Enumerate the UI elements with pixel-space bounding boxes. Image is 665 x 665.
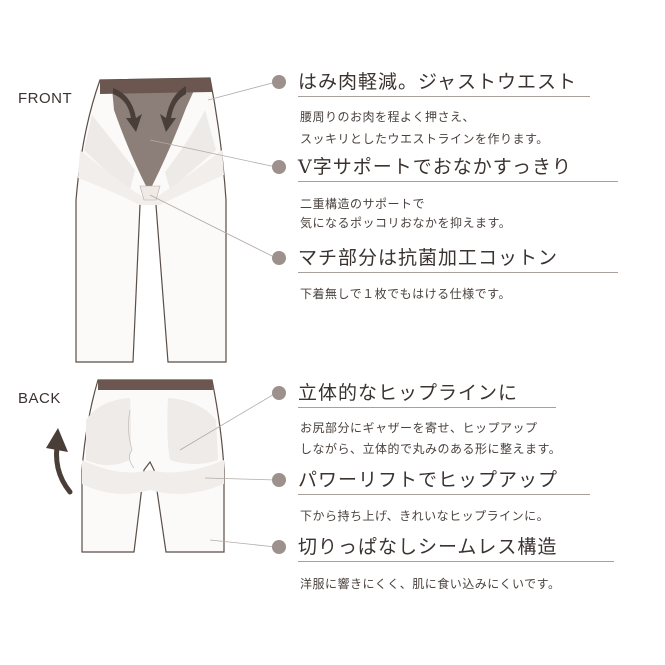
bullet-dot-icon: [272, 386, 286, 400]
feature-title: マチ部分は抗菌加工コットン: [298, 247, 559, 269]
title-underline: [298, 561, 614, 562]
feature-desc: 二重構造のサポートで: [300, 197, 426, 211]
title-underline: [298, 494, 590, 495]
front-label: FRONT: [18, 90, 73, 107]
back-label: BACK: [18, 390, 61, 407]
feature-desc: しながら、立体的で丸みのある形に整えます。: [300, 442, 562, 456]
back-lift-arrow-icon: [46, 428, 73, 495]
back-garment: [46, 379, 225, 553]
feature-title: はみ肉軽減。ジャストウエスト: [298, 71, 578, 93]
bullet-dot-icon: [272, 473, 286, 487]
bullet-dot-icon: [272, 75, 286, 89]
feature-title: 切りっぱなしシームレス構造: [298, 536, 558, 558]
feature-title: 立体的なヒップラインに: [298, 382, 519, 404]
feature-desc: 下から持ち上げ、きれいなヒップラインに。: [300, 509, 550, 523]
feature-desc: スッキリとしたウエストラインを作ります。: [300, 132, 549, 146]
feature-title: パワーリフトでヒップアップ: [298, 469, 559, 491]
title-underline: [298, 181, 618, 182]
leader-lines: [149, 81, 277, 548]
front-arrows-icon: [113, 86, 186, 132]
feature-desc: 気になるポッコリおなかを抑えます。: [300, 216, 512, 230]
title-underline: [298, 407, 556, 408]
front-garment: [75, 77, 227, 363]
feature-desc: お尻部分にギャザーを寄せ、ヒップアップ: [300, 421, 538, 435]
bullet-dot-icon: [272, 540, 286, 554]
feature-desc: 洋服に響きにくく、肌に食い込みにくいです。: [300, 577, 561, 591]
back-waistband: [98, 380, 213, 390]
bullet-dot-icon: [272, 160, 286, 174]
title-underline: [298, 96, 590, 97]
title-underline: [298, 272, 618, 273]
feature-desc: 腰周りのお肉を程よく押さえ、: [300, 110, 476, 124]
feature-desc: 下着無しで１枚でもはける仕様です。: [300, 287, 511, 301]
feature-title: V字サポートでおなかすっきり: [298, 156, 572, 178]
bullet-dot-icon: [272, 251, 286, 265]
